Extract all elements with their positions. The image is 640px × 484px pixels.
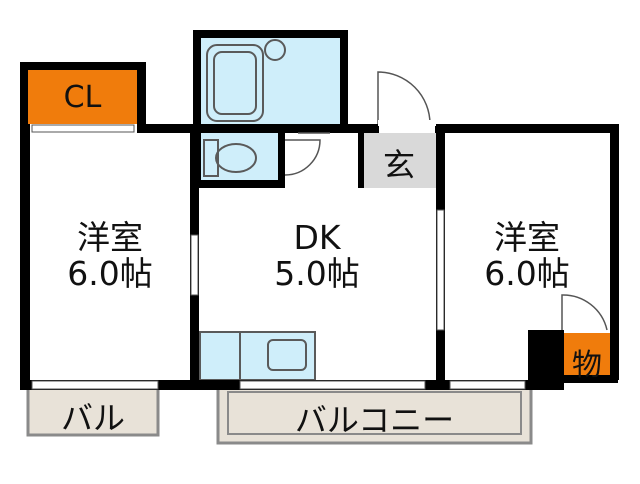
room-size: 6.0帖 (484, 254, 570, 294)
room-western-right: 洋室 6.0帖 (472, 218, 582, 294)
room-dk: DK 5.0帖 (262, 218, 372, 294)
room-size: 5.0帖 (274, 254, 360, 294)
bathtub (206, 44, 264, 122)
sink (264, 39, 286, 61)
room-name: 洋室 (494, 218, 560, 257)
balcony-main-label: バルコニー (294, 401, 455, 439)
toilet (215, 143, 257, 173)
entrance-area (358, 133, 440, 188)
balcony-small-label: バル (60, 399, 125, 437)
balcony-small (26, 383, 160, 437)
room-name: DK (293, 218, 341, 257)
kitchen-sink (267, 339, 307, 371)
storage (562, 333, 612, 383)
room-name: 洋室 (77, 218, 143, 257)
entrance-label: 玄 (382, 146, 415, 184)
room-size: 6.0帖 (67, 254, 153, 294)
closet (25, 70, 137, 124)
room-western-left: 洋室 6.0帖 (55, 218, 165, 294)
closet-label: CL (63, 80, 102, 115)
storage-label: 物 (572, 348, 602, 383)
